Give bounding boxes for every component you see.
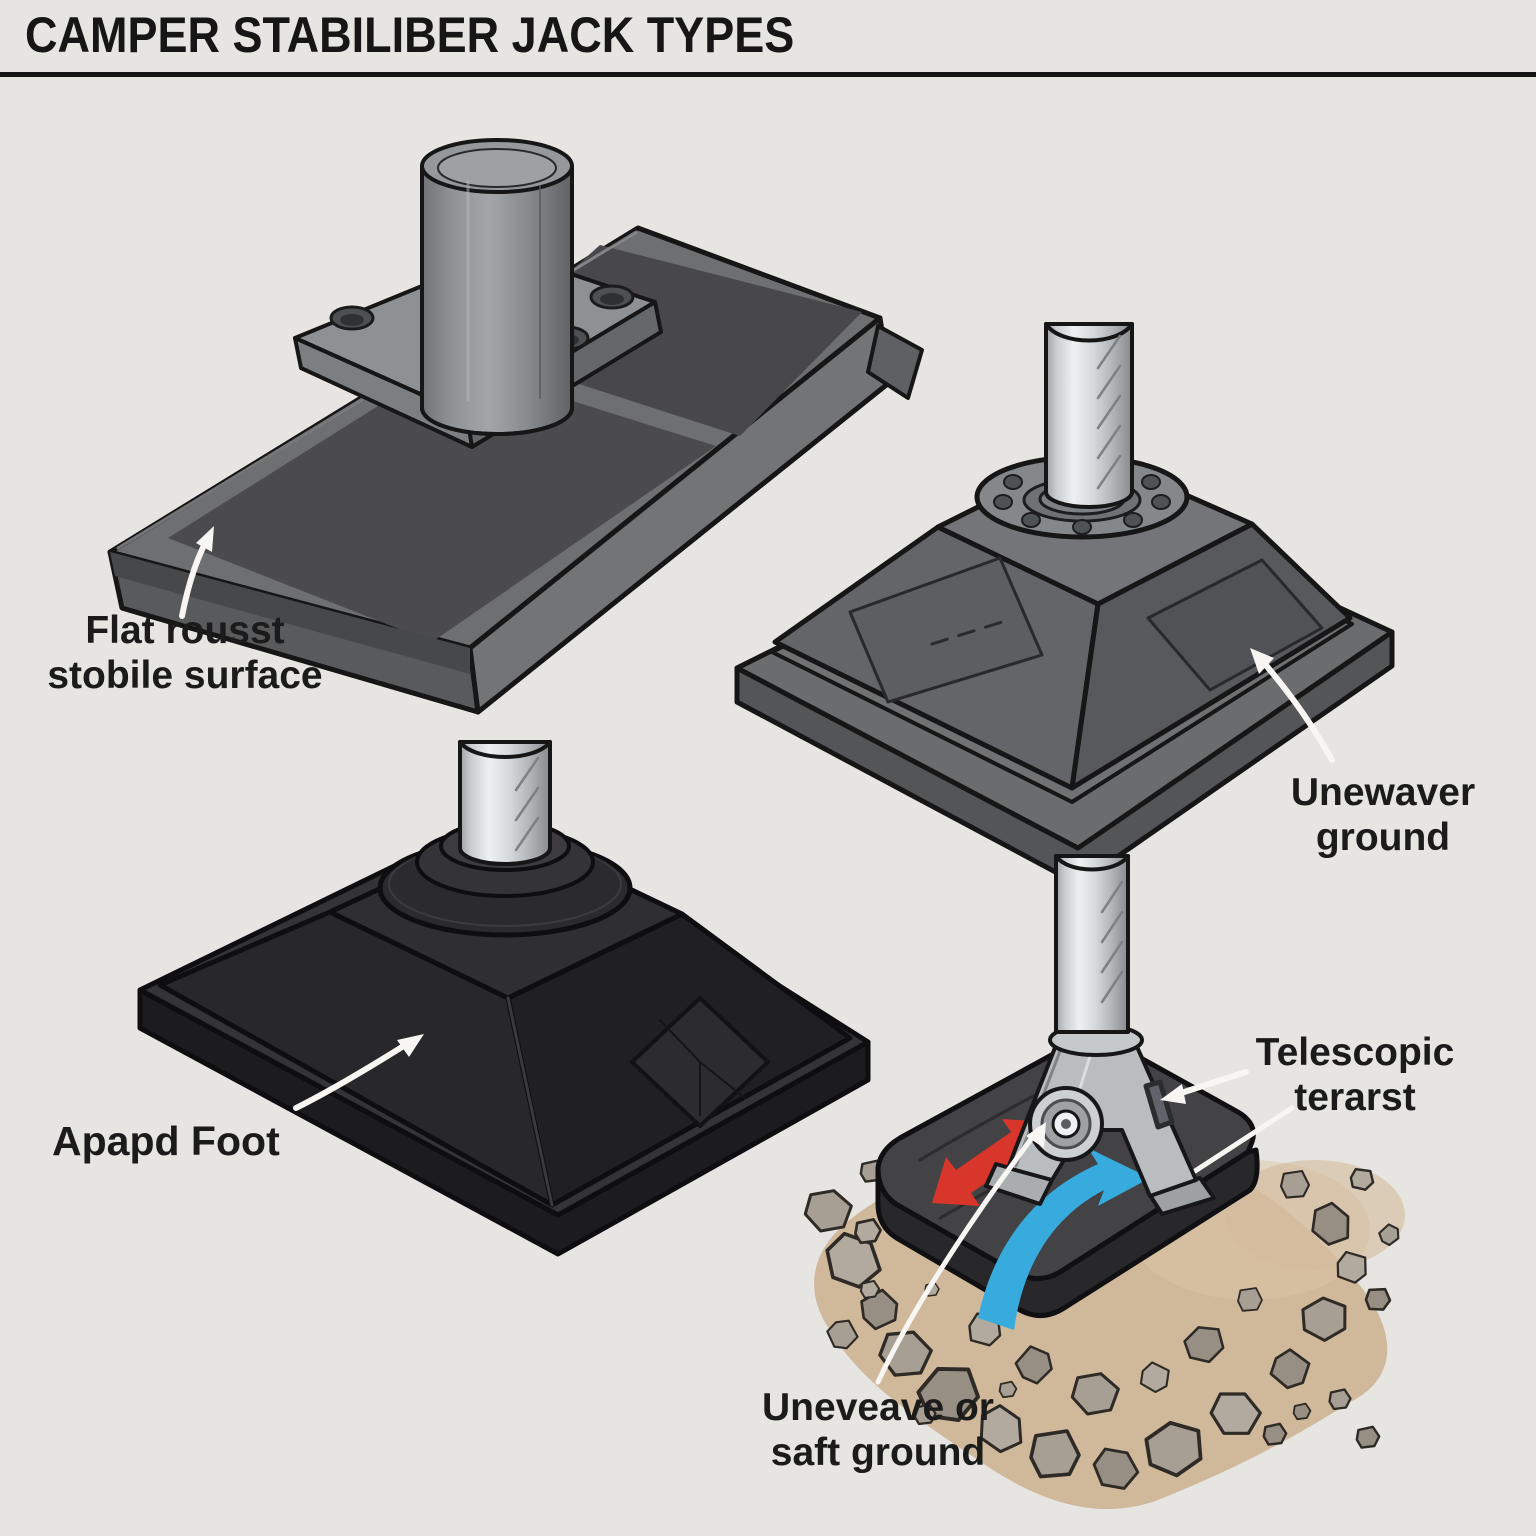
title-divider — [0, 72, 1536, 77]
pyramid-pole — [1044, 322, 1134, 509]
blue-lift-arrow — [978, 1148, 1150, 1330]
label-pad-foot: Apapd Foot — [52, 1118, 280, 1164]
telescopic-pole — [1054, 854, 1130, 1034]
leader-arrow-uneven — [1250, 648, 1335, 763]
page-title: CAMPER STABILIBER JACK TYPES — [25, 7, 795, 63]
leader-arrow-telescopic — [1160, 1069, 1249, 1104]
telescopic-jack-figure — [801, 854, 1405, 1510]
flat-pad-side-tab — [866, 324, 924, 400]
label-uneven-ground: Unewaver ground — [1290, 771, 1476, 860]
pyramid-panel-left — [848, 556, 1044, 704]
label-flat-surface: Flat rousst stobile surface — [47, 609, 323, 698]
dark-pad-pole — [458, 740, 552, 866]
pyramid-panel-right — [1146, 558, 1324, 692]
dark-pad-jack-figure — [137, 740, 871, 1257]
telescopic-bracket — [984, 1023, 1216, 1216]
leader-arrow-soft-ground — [875, 1122, 1046, 1385]
pyramid-pad-jack-figure — [734, 322, 1395, 887]
label-soft-ground: Uneveave or saft ground — [762, 1386, 994, 1475]
diamond-emboss — [630, 996, 770, 1128]
leader-arrow-padfoot — [293, 1034, 424, 1111]
pivot-bolt — [1028, 1086, 1104, 1162]
flat-pad-edge-band — [110, 552, 470, 674]
leader-arrow-flat — [179, 526, 214, 619]
flat-pad-dark-patch-left — [168, 362, 716, 642]
cylinder-post — [420, 138, 574, 436]
label-telescopic: Telescopic terarst — [1255, 1031, 1455, 1120]
flat-pad-jack-figure — [107, 138, 924, 715]
